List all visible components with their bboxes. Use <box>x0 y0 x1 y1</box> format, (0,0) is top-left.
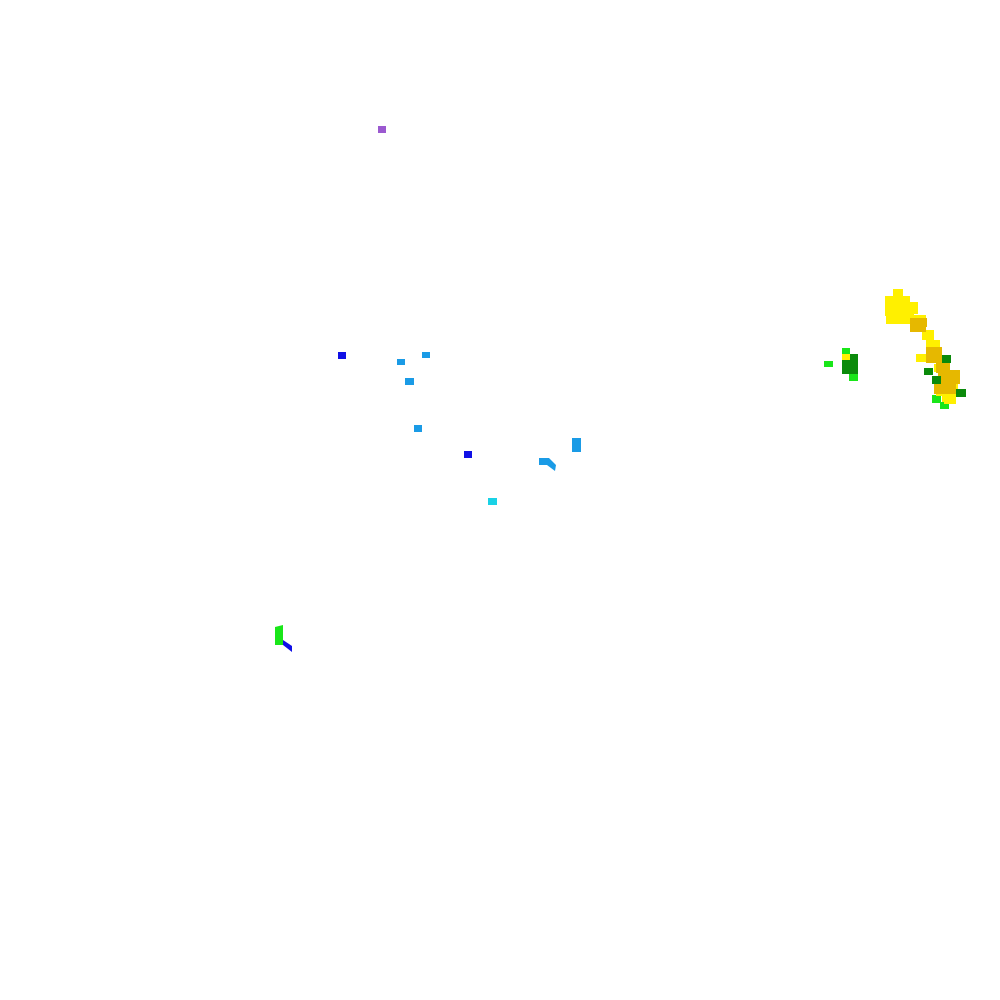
echo-pixel-gold <box>910 318 926 332</box>
echo-shape-bright-green <box>275 625 283 645</box>
echo-pixel-dark-green <box>956 389 966 397</box>
echo-cell-yellow <box>842 354 850 360</box>
echo-pixel-light-blue <box>543 460 547 464</box>
echo-pixel-yellow <box>916 354 928 362</box>
echo-cell-dark-blue <box>464 451 472 458</box>
echo-pixel-light-blue <box>397 359 405 365</box>
echo-cell-light-blue <box>397 359 405 365</box>
echo-pixel-dark-green <box>848 354 858 360</box>
echo-cell-dark-blue <box>283 640 292 652</box>
echo-pixel-yellow <box>902 302 918 314</box>
echo-pixel-bright-green <box>940 402 948 408</box>
echo-pixel-dark-blue <box>464 451 472 458</box>
echo-pixel-bright-green <box>824 361 833 367</box>
echo-pixel-bright-green <box>842 348 850 354</box>
echo-pixel-bright-green <box>932 396 940 403</box>
echo-pixel-light-blue <box>405 378 414 385</box>
echo-shape-dark-blue <box>283 640 292 652</box>
echo-cell-light-blue <box>422 352 430 358</box>
echo-pixel-light-blue <box>414 425 422 432</box>
echo-pixel-light-blue <box>422 352 430 358</box>
echo-cell-bright-green <box>940 402 948 408</box>
echo-pixel-yellow <box>842 354 850 360</box>
echo-pixel-gold <box>938 370 960 384</box>
echo-layer <box>275 126 966 652</box>
echo-pixel-gold <box>926 347 942 363</box>
echo-cell-light-blue <box>543 460 547 464</box>
echo-pixel-cyan <box>488 498 497 505</box>
echo-cell-light-blue <box>414 425 422 432</box>
echo-cell-light-blue <box>405 378 414 385</box>
echo-pixel-yellow <box>886 314 914 324</box>
echo-cell-dark-green <box>924 355 966 397</box>
echo-pixel-light-blue <box>572 438 581 452</box>
echo-cell-violet <box>378 126 386 133</box>
echo-pixel-dark-green <box>932 376 941 384</box>
echo-cell-bright-green <box>824 348 858 381</box>
echo-pixel-yellow <box>922 330 934 340</box>
echo-pixel-gold <box>934 384 956 394</box>
echo-cell-dark-blue <box>338 352 346 359</box>
echo-pixel-bright-green <box>849 374 858 381</box>
echo-pixel-yellow <box>944 396 956 404</box>
echo-cell-dark-green <box>842 354 858 374</box>
echo-pixel-dark-blue <box>338 352 346 359</box>
echo-pixel-violet <box>378 126 386 133</box>
echo-pixel-dark-green <box>942 355 951 363</box>
echo-cell-light-blue <box>572 438 581 452</box>
echo-cell-cyan <box>488 498 497 505</box>
echo-cell-yellow <box>944 396 956 404</box>
echo-pixel-dark-green <box>924 368 933 375</box>
echo-cell-gold <box>910 318 960 394</box>
echo-pixel-dark-green <box>842 356 858 374</box>
echo-pixel-yellow <box>893 289 903 297</box>
echo-cell-bright-green <box>275 625 283 645</box>
echo-cell-bright-green <box>932 396 940 403</box>
echo-pixel-gold <box>936 363 950 373</box>
